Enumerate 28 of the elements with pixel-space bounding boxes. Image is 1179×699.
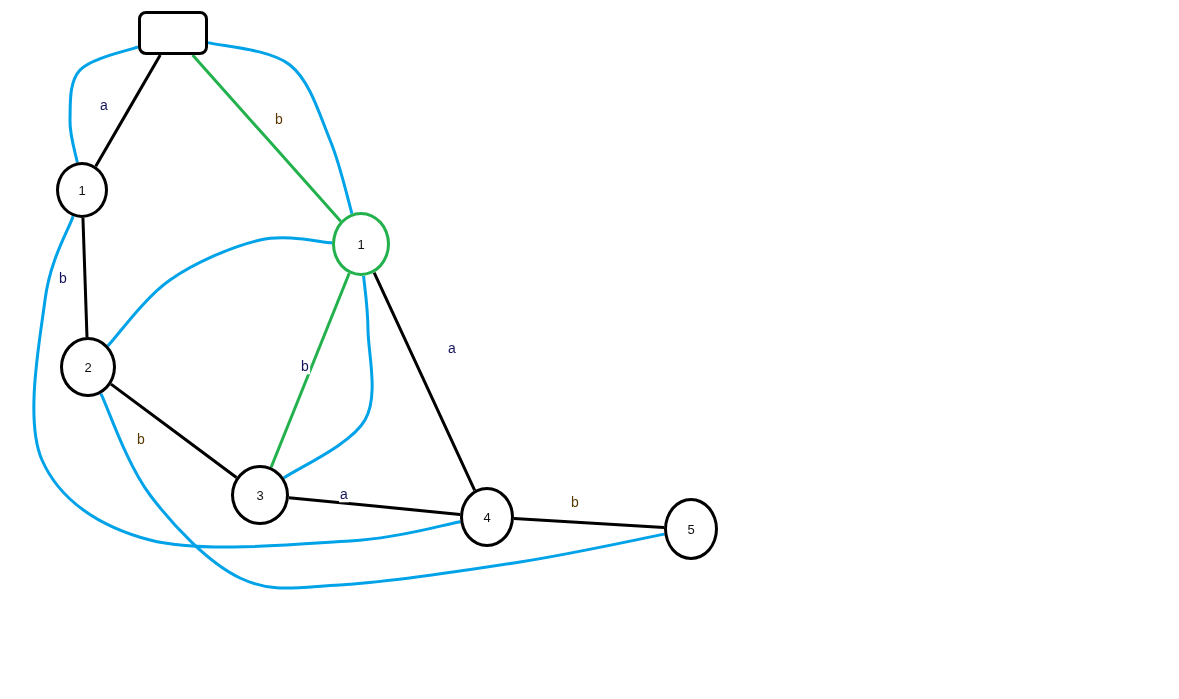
connector-line — [110, 382, 238, 479]
connector-line — [106, 236, 333, 347]
rounded-box — [138, 11, 208, 55]
connector-line — [207, 41, 354, 214]
node-label: 4 — [483, 510, 491, 524]
node-label: 3 — [256, 488, 264, 502]
connector-line — [94, 54, 162, 167]
connector-line — [191, 54, 342, 223]
circle-node — [56, 162, 108, 218]
node-label: 1 — [78, 183, 86, 197]
circle-node — [231, 465, 289, 525]
connector-line — [99, 393, 665, 590]
circle-node — [460, 487, 514, 547]
connector-line — [288, 496, 461, 516]
circle-node — [664, 498, 718, 560]
connector-line — [269, 272, 351, 468]
node-label: 2 — [84, 360, 92, 374]
connector-line — [283, 275, 374, 480]
node-label: 5 — [687, 522, 695, 536]
circle-node — [60, 337, 116, 397]
node-label: 1 — [357, 237, 365, 251]
connector-line — [81, 217, 89, 338]
edge-label: b — [300, 359, 310, 375]
connector-line — [513, 517, 665, 529]
circle-node — [332, 212, 390, 276]
connector-line — [372, 271, 477, 491]
connector-line — [68, 45, 139, 163]
connector-line — [32, 215, 461, 549]
